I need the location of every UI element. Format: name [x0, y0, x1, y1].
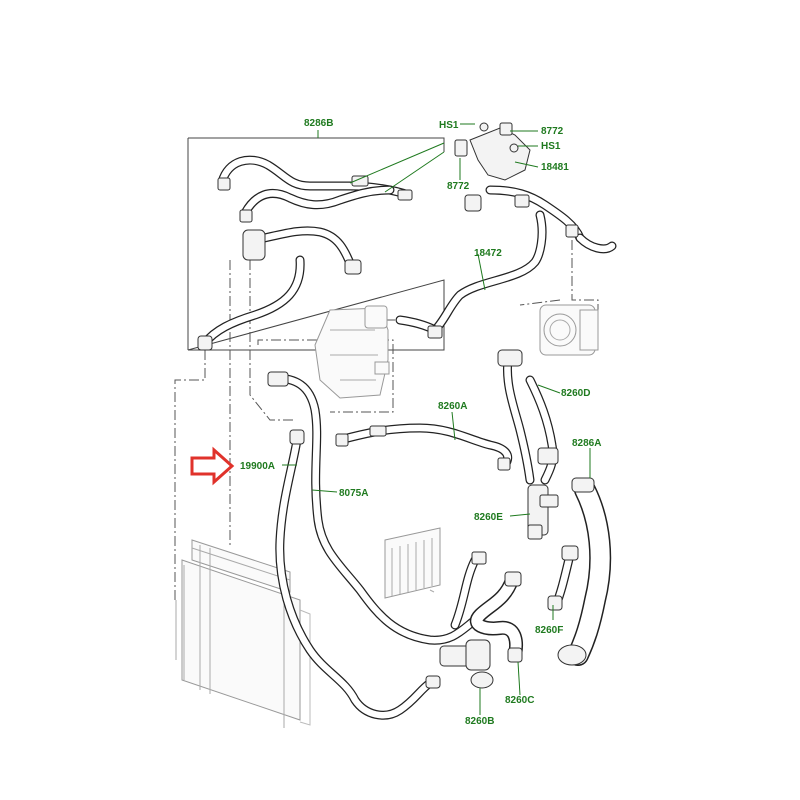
hose-8260A [335, 423, 513, 471]
bracket-18481 [454, 122, 531, 181]
hose-8260D [497, 349, 559, 485]
label-8286A: 8286A [572, 438, 601, 449]
hose-8286A [557, 477, 612, 666]
part-8260E [527, 484, 559, 540]
label-8286B: 8286B [304, 118, 333, 129]
hose-8286B [197, 155, 413, 351]
expansion-tank [314, 305, 390, 399]
label-hs1-top: HS1 [439, 120, 459, 131]
label-18472: 18472 [474, 248, 502, 259]
hose-8260C [469, 571, 524, 663]
hose-8075A [267, 371, 487, 645]
highlight-arrow [190, 446, 235, 486]
part-8260B [439, 639, 494, 689]
label-8260D: 8260D [561, 388, 590, 399]
dash-leaders [174, 240, 599, 600]
label-8260E: 8260E [474, 512, 503, 523]
radiator [175, 539, 311, 728]
label-leaders [282, 123, 591, 715]
label-8260C: 8260C [505, 695, 534, 706]
oil-cooler [384, 527, 441, 599]
label-8260B: 8260B [465, 716, 494, 727]
throttle-body [539, 304, 599, 356]
label-hs1-right: HS1 [541, 141, 561, 152]
hose-18472 [395, 185, 617, 339]
label-8772-left: 8772 [447, 181, 470, 192]
label-19900A: 19900A [240, 461, 275, 472]
label-8260A: 8260A [438, 401, 467, 412]
label-8260F: 8260F [535, 625, 563, 636]
label-8772-right: 8772 [541, 126, 564, 137]
label-8075A: 8075A [339, 488, 368, 499]
part-8260F [547, 545, 579, 611]
hose-19900A [275, 429, 441, 720]
label-18481: 18481 [541, 162, 569, 173]
